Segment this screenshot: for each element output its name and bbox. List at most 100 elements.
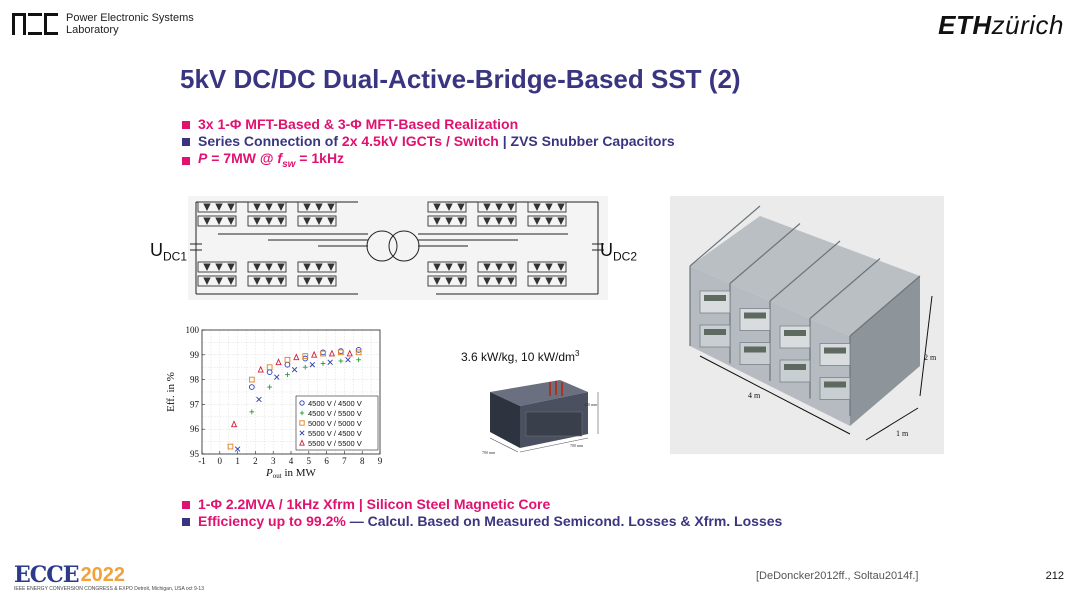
data-point-square [302,353,309,359]
module-board [744,346,766,353]
udc2-subscript: DC2 [613,249,638,264]
data-point-square [248,376,255,383]
mini-caption-sup: 3 [575,349,580,358]
converter-module [819,377,851,400]
data-point-circle [248,384,255,390]
pes-logo-mark [12,13,58,35]
igct-switch-icon [477,215,517,227]
dab-circuit-schematic [188,196,608,300]
udc2-symbol: U [600,240,613,260]
data-point-square [227,443,234,450]
x-axis-label: Pout in MW [265,467,317,480]
igct-switch-icon [247,201,287,213]
igct-switch-icon [197,215,237,227]
render-dim-depth: 1 m [896,429,909,438]
bottom-bullets: 1-Φ 2.2MVA / 1kHz Xfrm | Silicon Steel M… [182,496,782,530]
converter-module [699,290,731,314]
igct-switch-icon [527,201,567,213]
igct-switch-icon [427,261,467,273]
igct-switch-icon [477,261,517,273]
bullet-square-icon [182,157,190,166]
igct-switch-icon [197,275,237,287]
data-point-triangle [257,365,264,373]
lab-name-line1: Power Electronic Systems [66,12,194,24]
mini-dim-depth: 700 mm [570,443,584,448]
mini-dim-height: 450 mm [584,402,598,407]
module-board [824,381,846,388]
top-bullets: 3x 1-Φ MFT-Based & 3-Φ MFT-Based Realiza… [182,116,675,173]
bullet-1-text: 3x 1-Φ MFT-Based & 3-Φ MFT-Based Realiza… [198,116,519,132]
y-tick-label: 96 [190,424,200,434]
igct-switch-icon [527,261,567,273]
citation: [DeDoncker2012ff., Soltau2014f.] [756,570,919,582]
converter-module [699,324,731,348]
bullet-3-f: f [277,150,283,166]
y-axis-label: Eff. in % [165,372,177,412]
ecce-logo-word: ECCE [14,562,80,588]
bullet-2-text-b: 2x 4.5kV IGCTs / Switch [341,133,499,149]
legend-box [295,395,379,451]
legend-marker-circle [299,400,305,406]
x-tick-label: 1 [235,456,240,466]
sst-cabinet-render: 4 m 2 m 1 m [670,196,944,454]
bullet-1: 3x 1-Φ MFT-Based & 3-Φ MFT-Based Realiza… [182,116,675,133]
converter-module [779,325,811,349]
bullet-3-sw: sw [282,158,296,170]
y-tick-label: 95 [190,449,200,459]
igct-switch-icon [527,275,567,287]
mini-caption-text: 3.6 kW/kg, 10 kW/dm [461,350,576,364]
transformer-photo: 450 mm 700 mm 700 mm [482,380,599,455]
module-board [784,364,806,370]
legend-label: 5000 V / 5000 V [308,419,362,428]
legend-label: 5500 V / 5500 V [308,439,362,448]
y-tick-label: 99 [190,350,200,360]
frame-beam [689,205,761,267]
x-tick-label: 0 [218,456,223,466]
data-point-square [355,349,362,356]
data-point-plus [338,358,344,364]
ecce-subtitle: IEEE ENERGY CONVERSION CONGRESS & EXPO D… [14,586,204,592]
x-tick-label: 2 [253,456,258,466]
ecce-logo: ECCE 2022 [14,562,125,588]
module-board [704,295,726,301]
pes-logo: Power Electronic Systems Laboratory [12,12,194,36]
data-point-x [327,359,333,365]
converter-module [739,342,771,365]
frame-beam [809,258,881,319]
igct-switch-icon [247,275,287,287]
bottom-bullet-1-text: 1-Φ 2.2MVA / 1kHz Xfrm | Silicon Steel M… [198,496,551,512]
legend-label: 4500 V / 5500 V [308,409,362,418]
bottom-bullet-1: 1-Φ 2.2MVA / 1kHz Xfrm | Silicon Steel M… [182,496,782,513]
module-board [704,329,726,335]
slide-title: 5kV DC/DC Dual-Active-Bridge-Based SST (… [180,64,741,94]
legend-label: 4500 V / 4500 V [308,399,362,408]
converter-module [779,359,811,383]
igct-switch-icon [477,201,517,213]
bullet-2: Series Connection of 2x 4.5kV IGCTs / Sw… [182,133,675,150]
data-point-x [274,374,280,380]
x-tick-label: 5 [307,456,312,466]
frame-beam [729,223,801,284]
bullet-3-mid: = 7MW @ [207,150,278,166]
igct-switch-icon [247,261,287,273]
module-board [824,347,846,354]
converter-module [819,343,851,366]
bottom-bullet-2-text-b: — Calcul. Based on Measured Semicond. Lo… [345,513,783,529]
x-tick-label: 4 [289,456,294,466]
data-point-x [345,357,351,363]
data-point-circle [266,369,273,376]
bullet-3-end: = 1kHz [295,150,345,166]
igct-switch-icon [427,201,467,213]
data-point-square [337,349,344,356]
legend-marker-x [299,430,305,436]
igct-switch-icon [247,215,287,227]
data-point-triangle [328,349,336,357]
data-point-circle [337,348,344,354]
igct-switch-icon [297,261,337,273]
x-tick-label: 9 [378,456,383,466]
frame-beam [769,240,841,302]
igct-switch-icon [197,201,237,213]
x-tick-label: 3 [271,456,276,466]
data-point-plus [356,357,362,363]
